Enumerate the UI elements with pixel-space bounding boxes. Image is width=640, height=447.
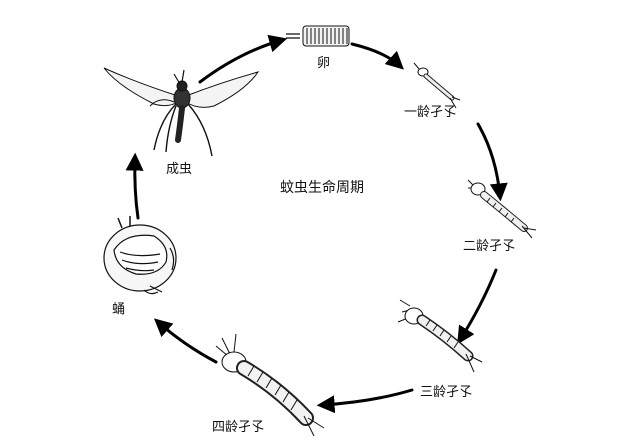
cycle-arrows [125, 34, 508, 414]
mosquito-icon [103, 67, 260, 157]
diagram-title: 蚊虫生命周期 [280, 180, 364, 196]
arrow-larva4-to-pupa [153, 318, 218, 364]
arrow-larva2-to-larva3 [457, 268, 498, 345]
stage-label-larva1: 一龄孑孓 [404, 105, 457, 120]
stage-label-larva3: 三龄孑孓 [420, 385, 473, 400]
larva3-icon [397, 299, 483, 373]
arrow-adult-to-egg [198, 34, 288, 84]
larva1-icon [413, 62, 461, 109]
arrow-larva1-to-larva2 [476, 122, 508, 202]
stage-label-larva2: 二龄孑孓 [463, 239, 516, 254]
arrow-larva3-to-larva4 [316, 388, 414, 414]
egg-raft-icon [286, 25, 350, 47]
stage-label-pupa: 蛹 [112, 302, 126, 317]
stage-label-adult: 成虫 [166, 162, 193, 177]
stage-label-larva4: 四龄孑孓 [212, 420, 265, 435]
larva4-icon [215, 333, 325, 437]
stage-label-egg: 卵 [317, 56, 331, 71]
larva2-icon [467, 179, 537, 239]
arrow-egg-to-larva1 [350, 42, 404, 70]
arrow-pupa-to-adult [125, 152, 144, 220]
pupa-icon [103, 216, 177, 295]
